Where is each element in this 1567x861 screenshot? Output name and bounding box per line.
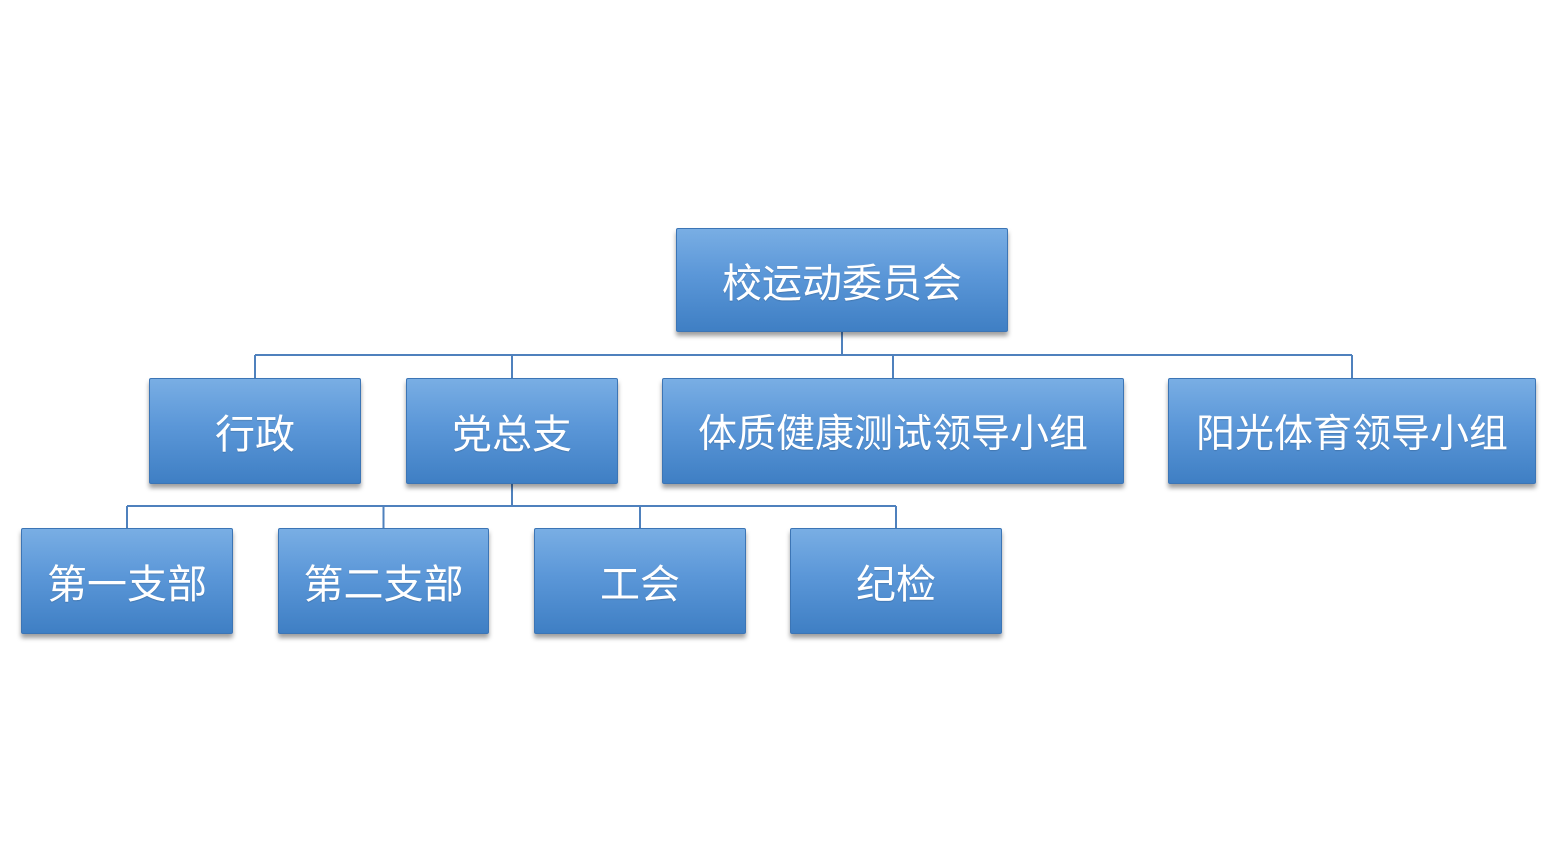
node-sunshine-sports-group: 阳光体育领导小组 bbox=[1168, 378, 1536, 484]
node-fitness-test-group-label: 体质健康测试领导小组 bbox=[697, 412, 1088, 457]
node-fitness-test-group: 体质健康测试领导小组 bbox=[662, 378, 1124, 484]
node-party-branch: 党总支 bbox=[406, 378, 618, 484]
node-root: 校运动委员会 bbox=[676, 228, 1008, 332]
node-first-branch-label: 第一支部 bbox=[47, 562, 207, 608]
node-discipline-inspection-label: 纪检 bbox=[856, 562, 936, 608]
node-trade-union: 工会 bbox=[534, 528, 746, 634]
node-discipline-inspection: 纪检 bbox=[790, 528, 1002, 634]
node-second-branch-label: 第二支部 bbox=[303, 562, 464, 608]
node-admin-label: 行政 bbox=[215, 412, 295, 458]
node-admin: 行政 bbox=[149, 378, 361, 484]
node-sunshine-sports-group-label: 阳光体育领导小组 bbox=[1195, 412, 1508, 457]
node-trade-union-label: 工会 bbox=[600, 562, 680, 608]
node-root-label: 校运动委员会 bbox=[722, 261, 962, 307]
node-second-branch: 第二支部 bbox=[278, 528, 489, 634]
node-party-branch-label: 党总支 bbox=[452, 412, 572, 458]
node-first-branch: 第一支部 bbox=[21, 528, 233, 634]
